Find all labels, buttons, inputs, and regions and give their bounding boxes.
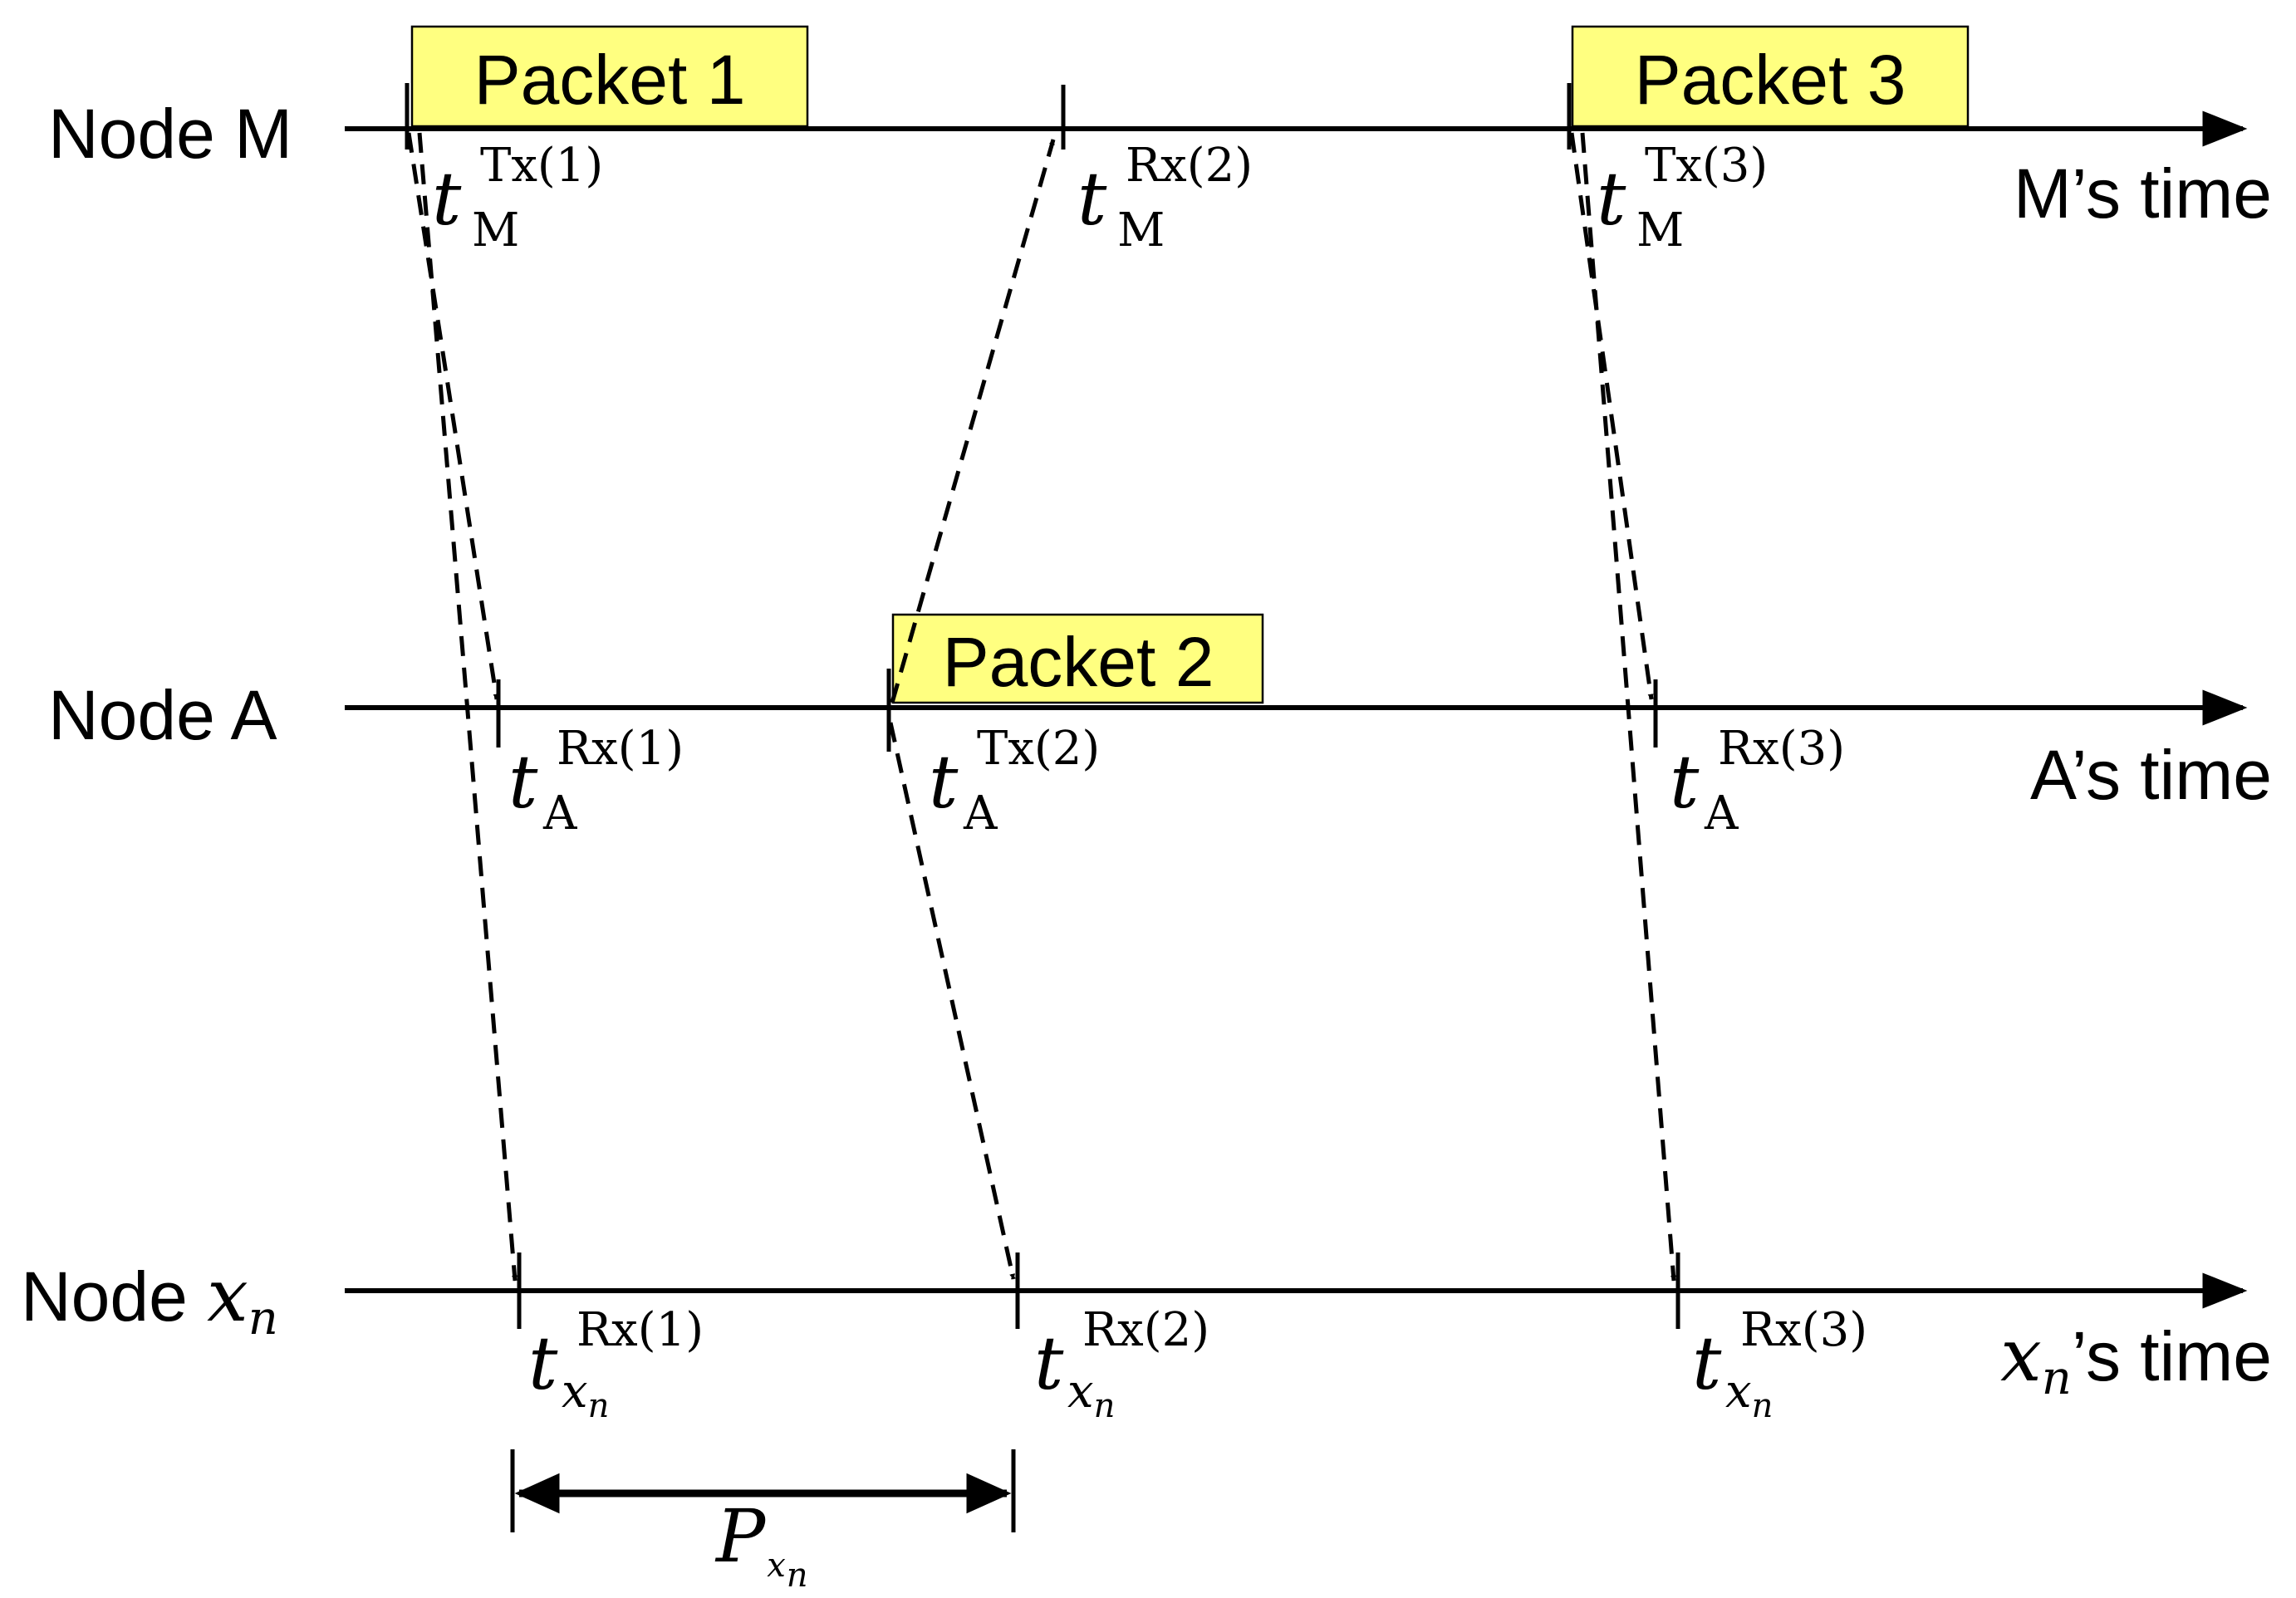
svg-text:xn: xn [1067, 1365, 1115, 1425]
label-t-m-tx1: t Tx(1) M [432, 139, 603, 257]
packet-2-label: Packet 2 [943, 623, 1214, 701]
svg-text:xn: xn [1725, 1365, 1773, 1425]
label-t-m-tx3: t Tx(3) M [1597, 139, 1768, 257]
svg-text:Rx(3): Rx(3) [1740, 1303, 1867, 1357]
packet-2-box [891, 613, 1264, 704]
svg-text:Rx(1): Rx(1) [576, 1303, 704, 1357]
node-a-time-label: A’s time [2030, 736, 2272, 814]
label-t-m-rx2: t Rx(2) M [1077, 139, 1253, 257]
period-label: Pxn [714, 1493, 808, 1595]
node-a-label: Node A [48, 676, 277, 754]
svg-text:t: t [508, 739, 538, 825]
label-t-xn-rx3: t Rx(3) xn [1692, 1303, 1867, 1425]
svg-text:M: M [1117, 203, 1165, 257]
svg-text:Tx(3): Tx(3) [1645, 139, 1768, 193]
label-t-a-rx1: t Rx(1) A [508, 722, 684, 841]
svg-text:t: t [432, 156, 462, 242]
label-t-a-tx2: t Tx(2) A [929, 722, 1100, 841]
node-xn-time-label: xn’s time [2000, 1312, 2272, 1405]
msg-packet1-m-to-xn [417, 132, 518, 1282]
msg-packet3-m-to-xn [1580, 132, 1676, 1282]
svg-text:t: t [528, 1321, 558, 1406]
msg-packet3-m-to-a [1569, 132, 1654, 700]
node-xn-label: Node xn [21, 1252, 278, 1346]
svg-text:Rx(2): Rx(2) [1126, 139, 1253, 193]
svg-text:A: A [1704, 787, 1739, 841]
svg-text:A: A [963, 787, 998, 841]
packet-3-box [1571, 25, 1970, 128]
node-m-label: Node M [48, 95, 292, 173]
svg-text:t: t [1597, 156, 1626, 242]
packet-1-label: Packet 1 [474, 41, 746, 119]
label-t-a-rx3: t Rx(3) A [1670, 722, 1845, 841]
packet-3-label: Packet 3 [1635, 41, 1906, 119]
svg-text:t: t [1670, 739, 1700, 825]
label-t-xn-rx1: t Rx(1) xn [528, 1303, 704, 1425]
svg-text:t: t [1077, 156, 1107, 242]
msg-packet2-a-to-xn [888, 722, 1016, 1280]
svg-text:xn: xn [562, 1365, 609, 1425]
svg-text:M: M [1636, 203, 1684, 257]
svg-text:Rx(2): Rx(2) [1082, 1303, 1209, 1357]
msg-packet2-a-to-m [890, 139, 1056, 703]
svg-text:t: t [929, 739, 959, 825]
label-t-xn-rx2: t Rx(2) xn [1034, 1303, 1209, 1425]
svg-text:Rx(3): Rx(3) [1718, 722, 1845, 776]
svg-text:t: t [1034, 1321, 1064, 1406]
packet-1-box [410, 25, 809, 128]
svg-text:Rx(1): Rx(1) [557, 722, 684, 776]
svg-text:A: A [542, 787, 577, 841]
svg-text:t: t [1692, 1321, 1722, 1406]
svg-text:Tx(1): Tx(1) [480, 139, 603, 193]
svg-text:Tx(2): Tx(2) [977, 722, 1100, 776]
svg-text:M: M [472, 203, 519, 257]
msg-packet1-m-to-a [406, 132, 499, 700]
node-m-time-label: M’s time [2014, 154, 2272, 233]
